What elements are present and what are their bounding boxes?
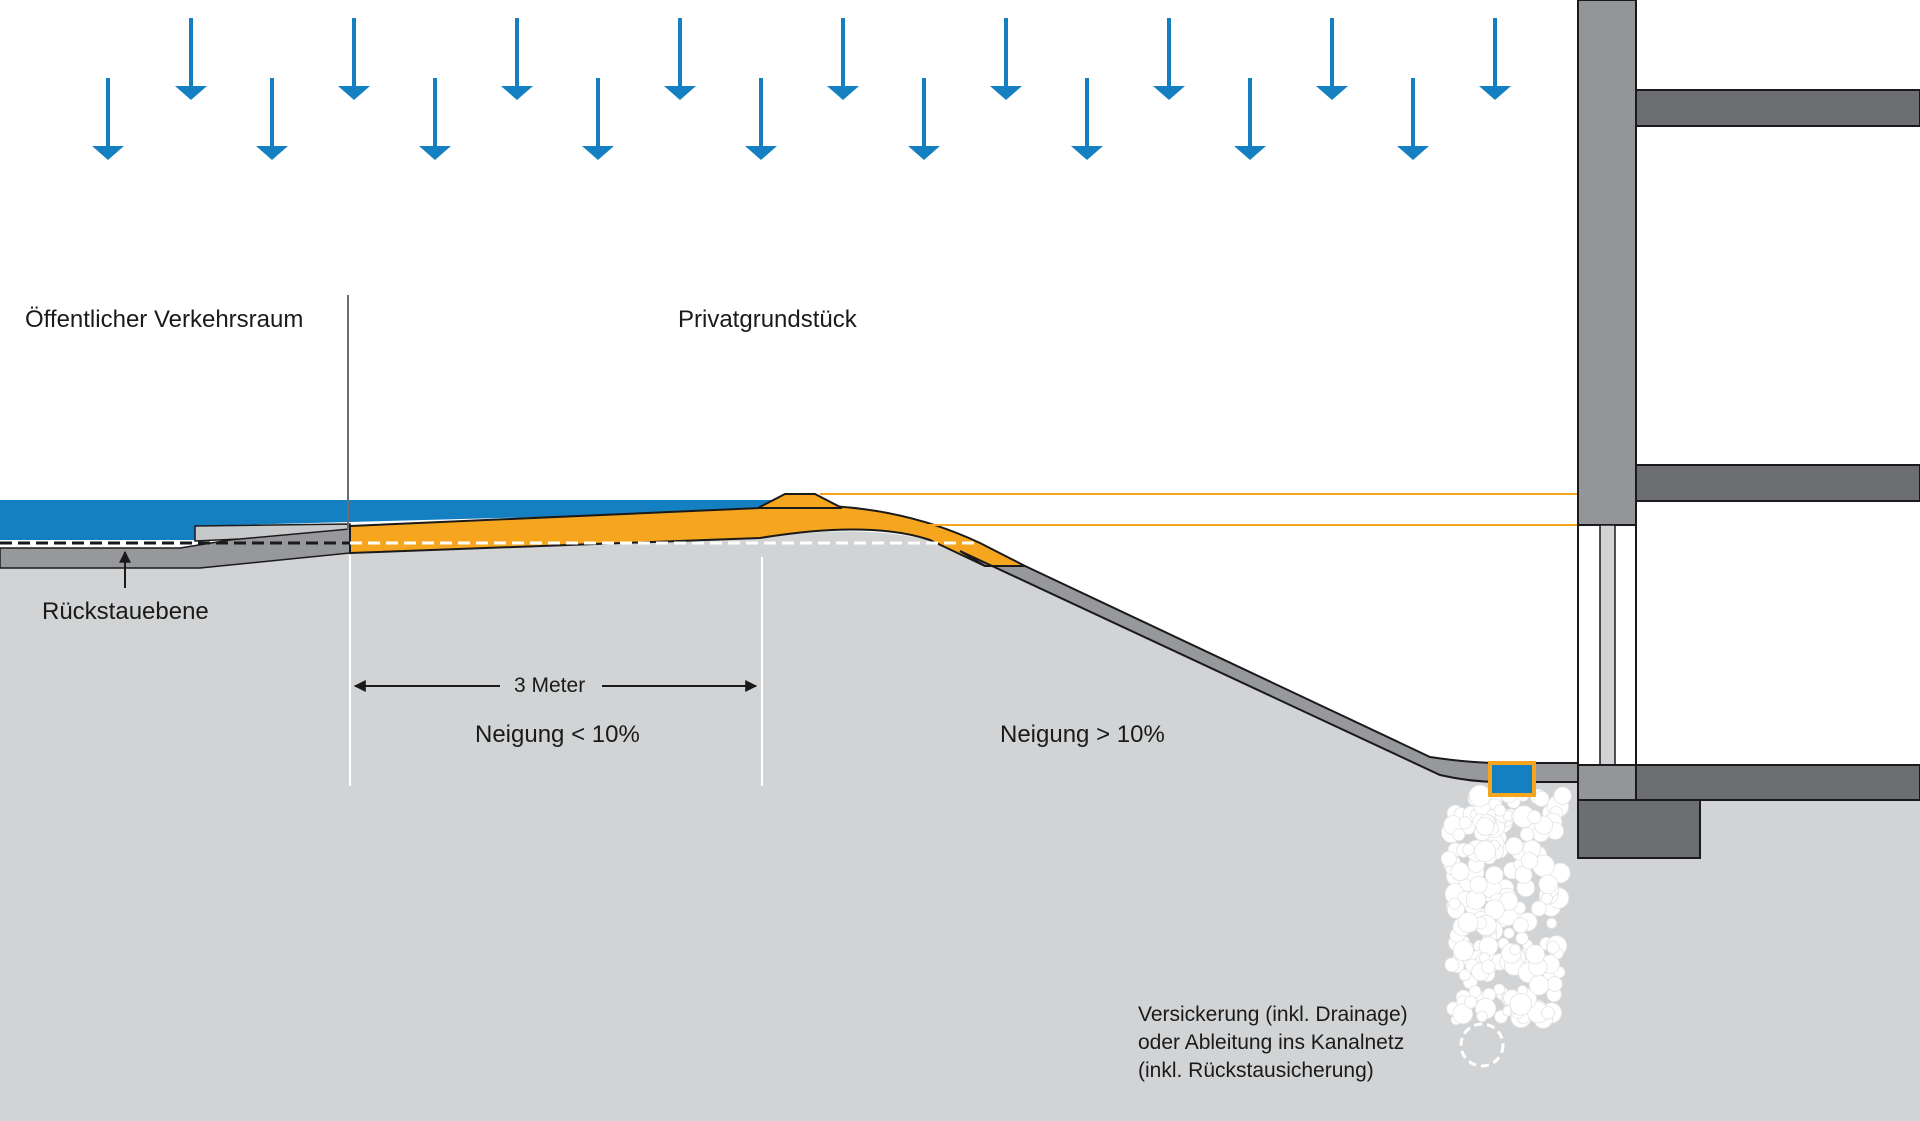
arrow-down-icon <box>827 18 859 100</box>
infiltration-label-line3: (inkl. Rückstausicherung) <box>1138 1059 1374 1082</box>
arrow-down-icon <box>419 78 451 160</box>
backwater-level-label: Rückstauebene <box>42 598 209 625</box>
arrow-down-icon <box>582 78 614 160</box>
wall-base <box>1577 764 1637 801</box>
arrow-down-icon <box>990 18 1022 100</box>
floor-slab-basement <box>1635 764 1920 801</box>
private-property-label: Privatgrundstück <box>678 306 858 333</box>
floor-slab-middle <box>1635 464 1920 502</box>
arrow-down-icon <box>1316 18 1348 100</box>
building-wall-upper <box>1577 0 1637 526</box>
arrow-down-icon <box>338 18 370 100</box>
ground-fill <box>0 531 1920 1121</box>
infiltration-label-line2: oder Ableitung ins Kanalnetz <box>1138 1031 1404 1054</box>
arrow-down-icon <box>745 78 777 160</box>
arrow-down-icon <box>664 18 696 100</box>
floor-slab-top <box>1635 89 1920 127</box>
slope-greater-label: Neigung > 10% <box>1000 721 1165 748</box>
foundation <box>1577 799 1701 859</box>
arrow-down-icon <box>1479 18 1511 100</box>
water-layer <box>0 500 800 540</box>
drain-icon <box>1488 761 1536 797</box>
gravel-pebbles-icon <box>1440 784 1572 1029</box>
public-area-label: Öffentlicher Verkehrsraum <box>25 306 303 333</box>
infiltration-label-line1: Versickerung (inkl. Drainage) <box>1138 1003 1408 1026</box>
ramp-bump <box>757 493 843 509</box>
slope-less-label: Neigung < 10% <box>475 721 640 748</box>
arrow-down-icon <box>1234 78 1266 160</box>
arrow-down-icon <box>92 78 124 160</box>
building <box>1577 0 1920 859</box>
arrow-down-icon <box>1153 18 1185 100</box>
rain-arrows <box>92 18 1511 160</box>
arrow-down-icon <box>175 18 207 100</box>
curb <box>194 523 351 542</box>
distance-label: 3 Meter <box>514 674 585 697</box>
basement-window-pane <box>1599 524 1616 766</box>
arrow-down-icon <box>1071 78 1103 160</box>
pipe-outlet-icon <box>1459 1022 1505 1068</box>
arrow-down-icon <box>908 78 940 160</box>
arrow-down-icon <box>501 18 533 100</box>
arrow-down-icon <box>1397 78 1429 160</box>
arrow-down-icon <box>256 78 288 160</box>
